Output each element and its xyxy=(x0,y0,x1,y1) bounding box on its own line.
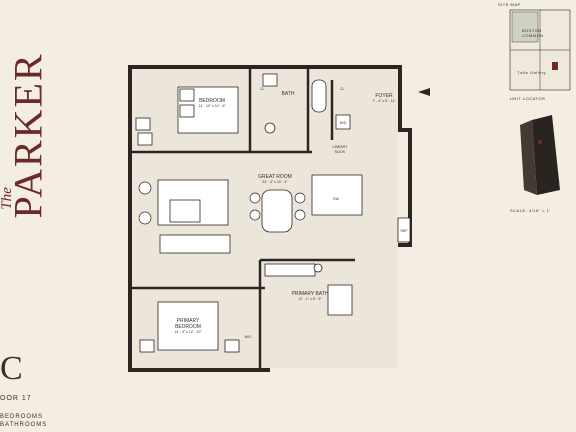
washer-dryer xyxy=(335,114,351,130)
brand-vertical: PARKER The xyxy=(0,0,51,250)
brand-the: The xyxy=(0,187,15,210)
bath-fixtures xyxy=(262,73,327,134)
site-map xyxy=(509,9,571,91)
bathrooms-label: BATHROOMS xyxy=(0,422,48,428)
living-furniture xyxy=(157,174,411,254)
foyer-dims: 7' - 4" x 6' - 11" xyxy=(372,99,396,103)
bedroom-label: BEDROOM xyxy=(199,98,225,104)
primary-bath-label: PRIMARY BATH xyxy=(292,291,329,297)
dining-chairs xyxy=(138,181,306,225)
bedroom-bed xyxy=(135,86,239,146)
common-label: BOSTON xyxy=(522,28,542,33)
floor-label: OOR 17 xyxy=(0,395,32,402)
primary-bedroom-dims: 14' - 4" x 12' - 10" xyxy=(174,330,202,334)
ref-label: REF xyxy=(401,229,408,233)
wd-label: W/D xyxy=(340,121,347,125)
common-label-2: COMMON xyxy=(522,33,544,38)
primary-bath-dims: 12' - 1" x 8' - 5" xyxy=(298,297,322,301)
unit-locator-label: UNIT LOCATOR xyxy=(510,96,546,101)
unit-specs: BEDROOMS BATHROOMS xyxy=(0,413,47,429)
closet-label: CL xyxy=(260,87,265,91)
right-panel: SITE MAP BOSTON COMMON Tufts Gallery UNI… xyxy=(492,0,576,432)
library-nook-label: NOOK xyxy=(335,150,346,154)
gallery-label: Tufts Gallery xyxy=(517,70,547,75)
building-locator xyxy=(520,115,560,195)
great-room-label: GREAT ROOM xyxy=(258,174,292,180)
dw-label: DW xyxy=(333,197,340,201)
foyer-label: FOYER xyxy=(375,93,393,99)
unit-letter: C xyxy=(0,350,23,387)
primary-bedroom-label-2: BEDROOM xyxy=(175,324,201,330)
library-label: LIBRARY xyxy=(333,145,349,149)
entry-arrow-icon xyxy=(418,88,430,96)
primary-bath-fixtures xyxy=(264,263,353,316)
interior-walls xyxy=(130,67,355,370)
floor-plan: BEDROOM 14' - 10" x 10' - 6" BATH CL CL … xyxy=(128,65,430,372)
bedroom-dims: 14' - 10" x 10' - 6" xyxy=(198,104,226,108)
great-room-dims: 24' - 4" x 19' - 4" xyxy=(262,180,288,184)
primary-bed xyxy=(139,301,240,353)
bedrooms-label: BEDROOMS xyxy=(0,414,44,420)
wic-label: W/C xyxy=(245,335,252,339)
site-map-label: SITE MAP xyxy=(498,2,521,7)
scale-label: SCALE: 4/16" = 1' xyxy=(510,208,551,213)
bath-label: BATH xyxy=(282,91,295,97)
primary-bedroom-label: PRIMARY xyxy=(177,318,200,324)
closet-2-label: CL xyxy=(340,87,345,91)
